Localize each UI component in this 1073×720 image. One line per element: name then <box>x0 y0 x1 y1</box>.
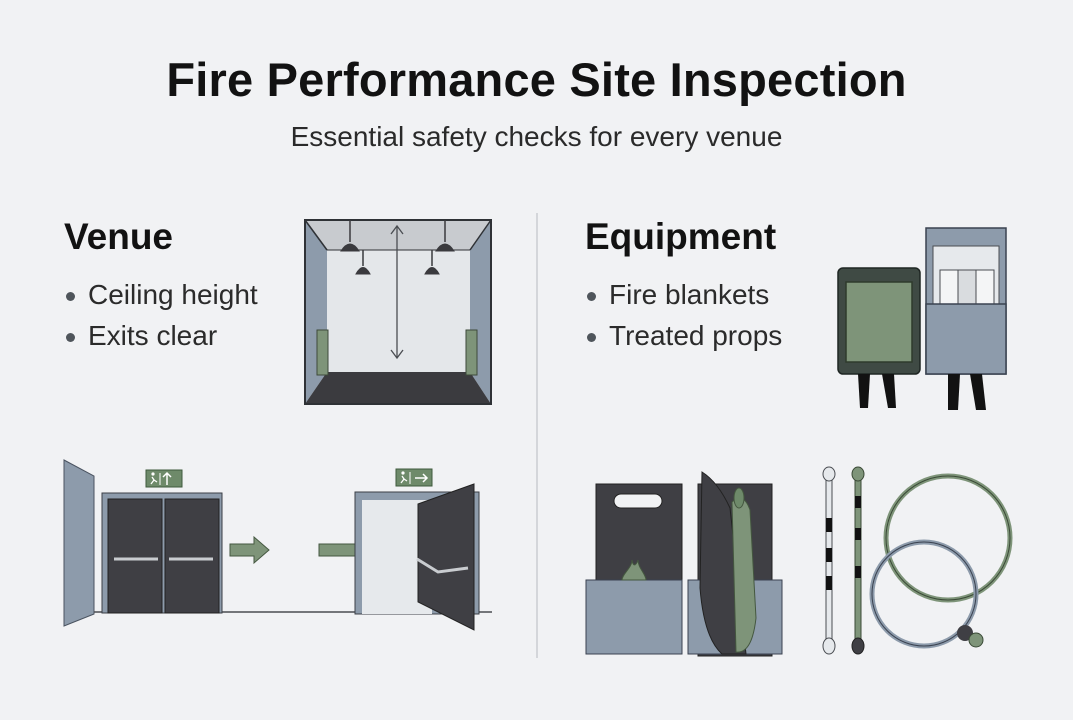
room-left-wall <box>305 220 327 404</box>
page-title: Fire Performance Site Inspection <box>166 53 907 106</box>
room-right-door <box>465 329 478 376</box>
exits-clear-doors-icon <box>63 459 492 631</box>
room-ceiling <box>305 220 491 250</box>
venue-item-ceiling-height: Ceiling height <box>64 274 258 315</box>
page-subtitle: Essential safety checks for every venue <box>290 121 783 152</box>
closed-double-door-icon <box>101 492 223 614</box>
ceiling-height-room-icon <box>304 219 492 405</box>
room-floor <box>305 372 491 404</box>
fire-staff-and-hoop-icon <box>822 466 1013 655</box>
ceiling-lamp-icon <box>340 220 455 275</box>
height-arrow-icon <box>390 224 404 360</box>
equipment-item-fire-blankets: Fire blankets <box>585 274 782 315</box>
fire-staff-icon <box>822 466 836 655</box>
equipment-item-treated-props: Treated props <box>585 315 782 356</box>
venue-checklist: Ceiling height Exits clear <box>64 274 258 356</box>
flame-icon <box>621 559 647 581</box>
fire-hoop-icon <box>869 473 1013 649</box>
room-back-wall <box>327 250 470 372</box>
fire-staff-icon-2 <box>851 466 865 655</box>
column-divider <box>536 213 538 658</box>
room-left-door <box>316 329 329 376</box>
exit-sign-icon <box>145 469 183 488</box>
open-exit-door-icon <box>354 483 480 631</box>
venue-heading: Venue <box>64 216 173 257</box>
direction-arrow-icon <box>229 535 270 565</box>
treated-props-board-icon <box>585 471 783 657</box>
room-right-wall <box>470 220 491 404</box>
venue-item-exits-clear: Exits clear <box>64 315 258 356</box>
corridor-side-wall <box>63 459 95 627</box>
exit-sign-icon-right <box>395 468 433 487</box>
fire-blanket-pack-icon <box>837 227 1007 410</box>
equipment-checklist: Fire blankets Treated props <box>585 274 782 356</box>
equipment-heading: Equipment <box>585 216 777 257</box>
